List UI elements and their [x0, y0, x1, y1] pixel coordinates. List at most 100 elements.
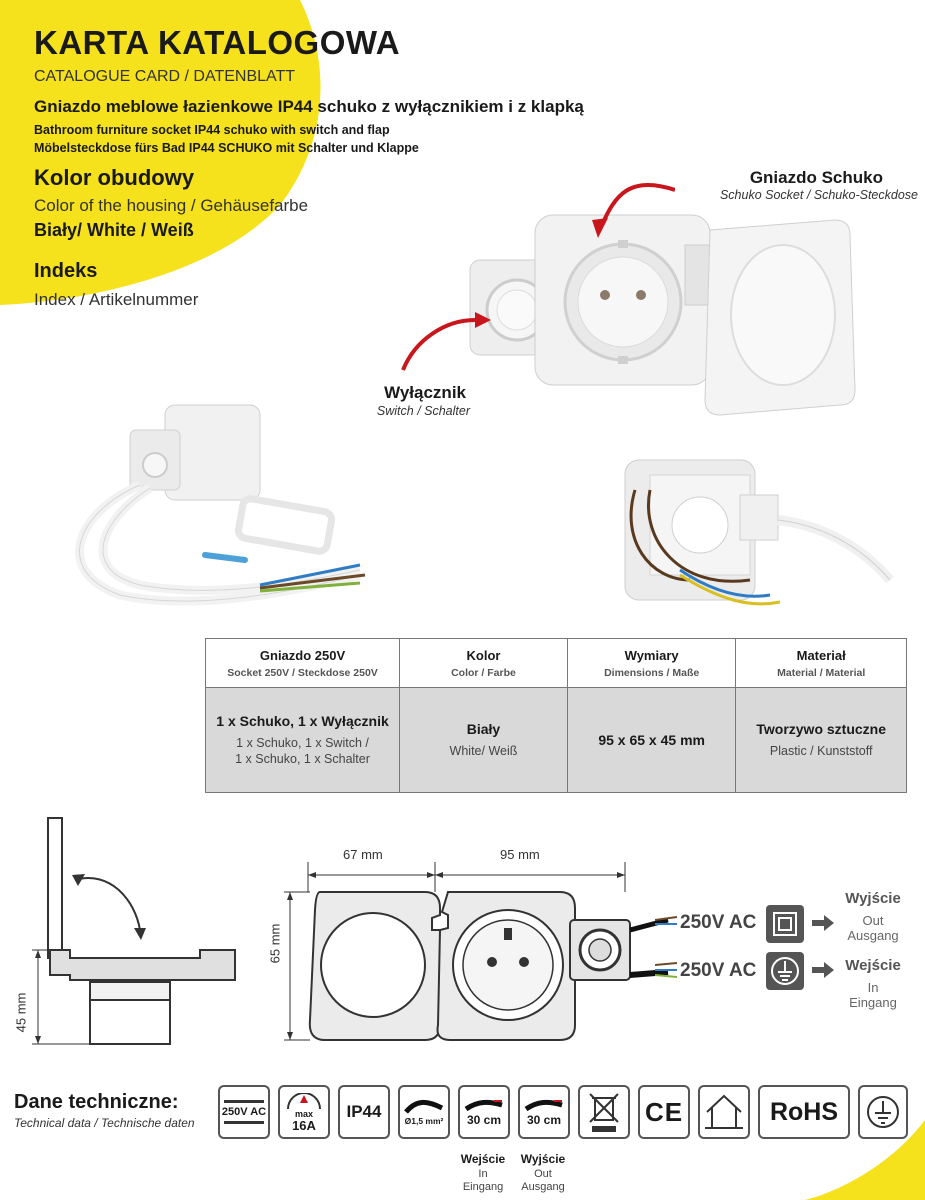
spec-table: Gniazdo 250V Socket 250V / Steckdose 250…	[204, 638, 907, 793]
spec-header-title: Kolor	[466, 647, 501, 663]
cable-length-text: 30 cm	[466, 1113, 502, 1127]
ip44-text: IP44	[346, 1102, 382, 1121]
spec-header-title: Gniazdo 250V	[259, 647, 346, 663]
spec-header-dimensions: Wymiary Dimensions / Maße	[566, 638, 737, 688]
class-ii-icon	[766, 905, 804, 943]
spec-header-socket: Gniazdo 250V Socket 250V / Steckdose 250…	[204, 638, 401, 688]
cable-ends-icon	[464, 1099, 503, 1112]
max-text: max	[294, 1108, 313, 1119]
product-photo-wiring	[624, 459, 894, 606]
color-value: Biały/ White / Weiß	[34, 220, 194, 240]
socket-callout-label: Gniazdo Schuko	[749, 168, 883, 187]
front-view-drawing	[284, 862, 669, 1041]
spec-cell-sub: 1 x Schuko, 1 x Switch /	[236, 736, 369, 750]
cable-output-caption-sub: Ausgang	[521, 1181, 565, 1193]
cable-input-caption: Wejście	[460, 1152, 506, 1166]
technical-heading: Dane techniczne:	[14, 1091, 179, 1113]
cable-input-caption-sub: In	[478, 1168, 488, 1180]
product-photo-main	[469, 214, 856, 416]
spec-cell-dimensions: 95 x 65 x 45 mm	[566, 687, 737, 793]
spec-cell-sub: Plastic / Kunststoff	[769, 744, 873, 758]
house-icon	[705, 1094, 743, 1129]
side-view-drawing	[32, 817, 236, 1045]
voltage-output-label: 250V AC	[680, 912, 757, 933]
wire-ends	[655, 916, 678, 978]
arrow-right-icon	[812, 962, 834, 978]
product-name-pl: Gniazdo meblowe łazienkowe IP44 schuko z…	[34, 97, 584, 116]
dim-height-label: 65 mm	[267, 923, 283, 964]
input-label: Wejście	[845, 957, 901, 974]
spec-header-sub: Dimensions / Maße	[604, 666, 700, 679]
index-subheading: Index / Artikelnummer	[34, 290, 199, 309]
output-sublabel: Ausgang	[847, 928, 899, 943]
cable-output-caption: Wyjście	[520, 1152, 566, 1166]
output-sublabel: Out	[862, 913, 884, 928]
cable-length-text: 30 cm	[526, 1113, 562, 1127]
crossed-bin-icon	[589, 1093, 619, 1132]
spec-header-title: Wymiary	[624, 647, 679, 663]
cable-section-text: Ø1,5 mm²	[404, 1116, 444, 1126]
cable-output-caption-sub: Out	[534, 1168, 552, 1180]
current-text: 16A	[292, 1117, 316, 1133]
spec-cell-main: Tworzywo sztuczne	[756, 721, 887, 737]
spec-header-sub: Color / Farbe	[451, 666, 516, 679]
spec-cell-color: Biały White/ Weiß	[399, 687, 568, 793]
spec-header-sub: Socket 250V / Steckdose 250V	[227, 666, 378, 679]
switch-callout-label: Wyłącznik	[384, 383, 466, 402]
spec-table-header-row: Gniazdo 250V Socket 250V / Steckdose 250…	[204, 638, 907, 688]
spec-cell-material: Tworzywo sztuczne Plastic / Kunststoff	[735, 687, 907, 793]
spec-header-color: Kolor Color / Farbe	[399, 638, 568, 688]
rohs-icon: RoHS	[758, 1085, 850, 1139]
voltage-text: 250V AC	[221, 1106, 267, 1118]
cable-section-icon: Ø1,5 mm²	[398, 1085, 450, 1139]
spec-cell-socket: 1 x Schuko, 1 x Wyłącznik 1 x Schuko, 1 …	[204, 687, 401, 793]
output-label: Wyjście	[845, 890, 901, 907]
spec-cell-sub: White/ Weiß	[449, 744, 518, 758]
ce-text: CE	[644, 1096, 684, 1127]
spec-cell-sub: 1 x Schuko, 1 x Schalter	[235, 752, 370, 766]
weee-bin-icon	[578, 1085, 630, 1139]
input-sublabel: Eingang	[849, 995, 897, 1010]
spec-table-row: 1 x Schuko, 1 x Wyłącznik 1 x Schuko, 1 …	[204, 687, 907, 793]
cable-wave-icon	[404, 1100, 444, 1114]
page-title: KARTA KATALOGOWA	[34, 24, 401, 61]
color-heading: Kolor obudowy	[34, 165, 195, 190]
arrow-right-icon	[812, 915, 834, 931]
socket-callout-sublabel: Schuko Socket / Schuko-Steckdose	[719, 188, 918, 202]
switch-callout-sublabel: Switch / Schalter	[376, 404, 470, 418]
index-heading: Indeks	[34, 260, 98, 282]
spec-header-material: Materiał Material / Material	[735, 638, 907, 688]
color-subheading: Color of the housing / Gehäusefarbe	[34, 196, 309, 215]
cable-ends-icon	[524, 1099, 563, 1112]
rohs-text: RoHS	[769, 1097, 839, 1126]
product-name-en: Bathroom furniture socket IP44 schuko wi…	[34, 123, 390, 137]
spec-cell-main: Biały	[466, 721, 501, 737]
spec-cell-main: 1 x Schuko, 1 x Wyłącznik	[216, 713, 389, 729]
product-photo-cable	[75, 404, 366, 606]
gauge-arc-icon	[287, 1092, 321, 1109]
dim-depth-label: 45 mm	[13, 992, 29, 1033]
indoor-house-icon	[698, 1085, 750, 1139]
spec-header-sub: Material / Material	[777, 666, 866, 679]
page-subtitle: CATALOGUE CARD / DATENBLATT	[34, 68, 296, 85]
voltage-icon: 250V AC	[218, 1085, 270, 1139]
dim-width-left-label: 67 mm	[343, 847, 383, 862]
callout-arrows	[401, 183, 675, 371]
input-sublabel: In	[867, 980, 879, 995]
technical-subheading: Technical data / Technische daten	[14, 1116, 195, 1130]
yellow-corner-shape	[805, 1120, 925, 1200]
max-current-icon: max 16A	[278, 1085, 330, 1139]
voltage-input-label: 250V AC	[680, 960, 757, 981]
cable-length-input-icon: 30 cm	[458, 1085, 510, 1139]
ce-mark-icon: CE	[638, 1085, 690, 1139]
cable-length-output-icon: 30 cm	[518, 1085, 570, 1139]
spec-cell-main: 95 x 65 x 45 mm	[598, 732, 705, 748]
spec-header-title: Materiał	[796, 647, 846, 663]
product-name-de: Möbelsteckdose fürs Bad IP44 SCHUKO mit …	[34, 141, 419, 155]
dim-width-right-label: 95 mm	[500, 847, 540, 862]
ground-icon	[858, 1085, 908, 1139]
ip44-icon: IP44	[338, 1085, 390, 1139]
yellow-background-shape	[0, 0, 321, 305]
cable-input-caption-sub: Eingang	[462, 1181, 504, 1193]
ground-symbol-icon	[766, 952, 804, 990]
